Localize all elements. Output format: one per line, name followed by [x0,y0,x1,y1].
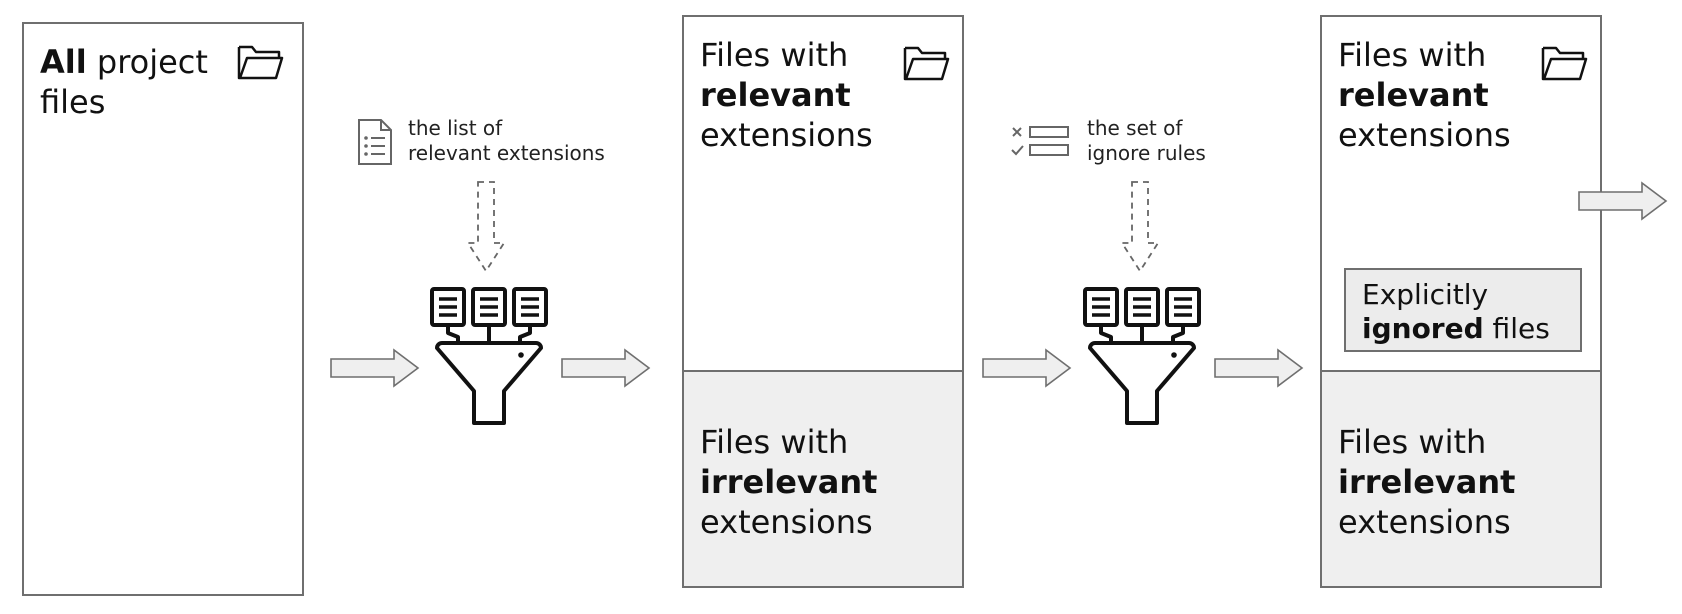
irrelevant-extensions-label: Files with irrelevant extensions [1338,423,1516,541]
dashed-down-arrow-icon [466,181,506,273]
extensions-list-label: the list of relevant extensions [408,116,605,165]
ignore-rules-label: the set of ignore rules [1087,116,1206,165]
relevant-extensions-region: Files with relevant extensions Explicitl… [1322,17,1600,370]
dashed-down-arrow-icon [1120,181,1160,273]
explicitly-ignored-files-box: Explicitly ignored files [1344,268,1582,352]
relevant-extensions-label: Files with relevant extensions [1338,36,1511,154]
relevant-split-box: Files with relevant extensions Files wit… [682,15,964,588]
funnel-icon [430,287,548,425]
relevant-extensions-region: Files with relevant extensions [684,17,962,370]
folder-icon [903,46,950,81]
relevant-extensions-label: Files with relevant extensions [700,36,873,154]
folder-icon [1541,46,1588,81]
irrelevant-extensions-region: Files with irrelevant extensions [684,370,962,586]
all-files-box: All project files [22,22,304,596]
arrow-right-icon [982,348,1072,388]
final-split-box: Files with relevant extensions Explicitl… [1320,15,1602,588]
arrow-right-icon [330,348,420,388]
all-files-label: All project files [40,43,208,121]
arrow-right-icon [561,348,651,388]
funnel-icon [1083,287,1201,425]
irrelevant-extensions-region: Files with irrelevant extensions [1322,370,1600,586]
folder-icon [237,45,284,80]
checklist-icon [1011,126,1069,156]
irrelevant-extensions-label: Files with irrelevant extensions [700,423,878,541]
arrow-right-icon [1214,348,1304,388]
document-list-icon [358,119,392,165]
arrow-right-icon [1578,181,1668,221]
